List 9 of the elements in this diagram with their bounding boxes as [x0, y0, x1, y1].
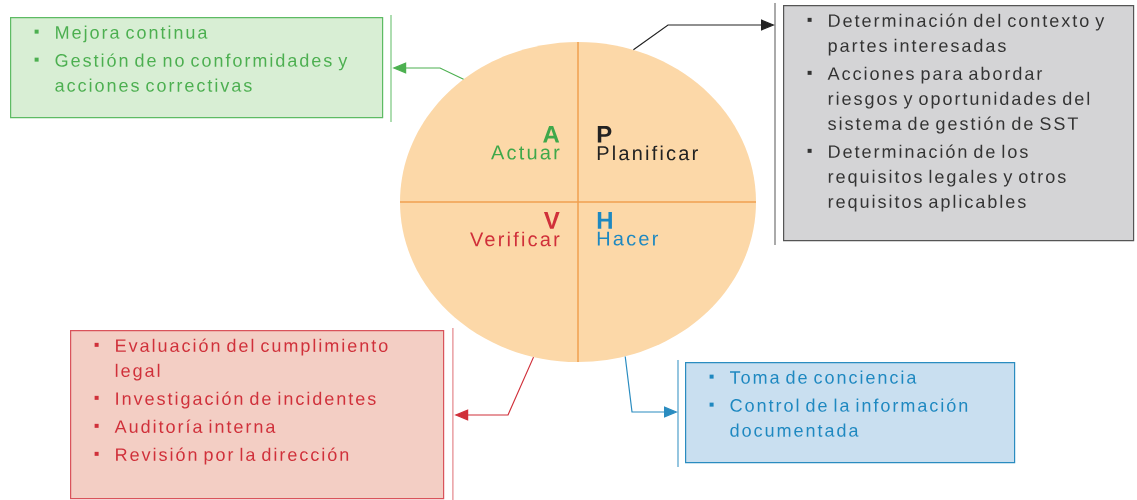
bullet-list-box: Determinación del contexto y partes interesadas Acciones para abordar riesgos y oportunidades del sistema de gestión de SST Determinación de los requisitos legales y otros requisitos aplicables: [783, 5, 1135, 242]
quadrant-label: P Planificar: [597, 126, 698, 161]
quadrant-label: V Verificar: [470, 212, 560, 247]
bullet-list-box: Mejora continua Gestión de no conformidades y acciones correctivas: [10, 17, 384, 119]
bullet-list-box: Toma de conciencia Control de la información documentada: [685, 362, 1016, 464]
bullet-list-box: Evaluación del cumplimiento legal Investigación de incidentes Auditoría interna Revisión por la dirección: [70, 330, 445, 500]
quadrant-label: H Hacer: [597, 212, 658, 246]
pdca-circle: [400, 42, 756, 362]
quadrant-label: A Actuar: [491, 126, 560, 160]
